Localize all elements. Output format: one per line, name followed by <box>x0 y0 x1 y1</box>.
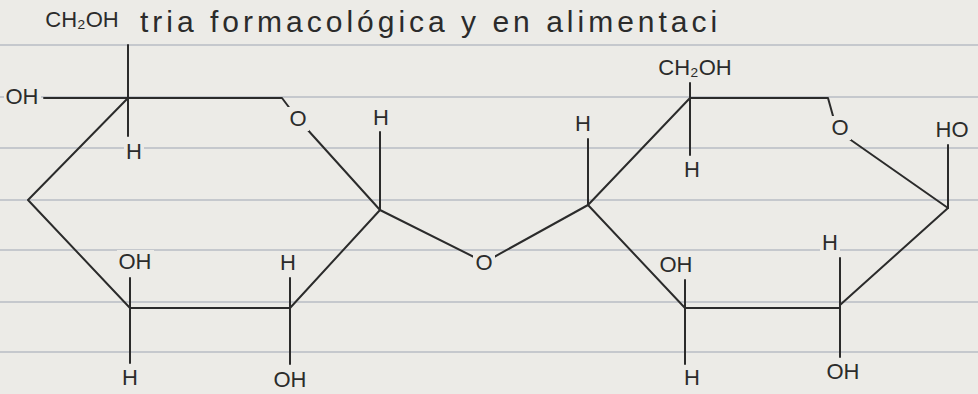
atom-label: O <box>473 251 494 275</box>
atom-label: H <box>682 366 702 390</box>
bond-lines <box>28 45 948 364</box>
atom-label: HO <box>934 118 971 142</box>
ruled-lines <box>0 45 978 352</box>
atom-label: CH₂OH <box>43 8 120 32</box>
atom-label: O <box>829 116 850 140</box>
atom-label: OH <box>4 85 41 109</box>
atom-label: H <box>820 231 840 255</box>
atom-label: OH <box>272 368 309 392</box>
atom-label: OH <box>658 253 695 277</box>
handwritten-note: tria formacológica y en alimentaci <box>138 5 723 39</box>
atom-label: H <box>124 140 144 164</box>
atom-label: H <box>278 251 298 275</box>
atom-label: O <box>287 107 308 131</box>
atom-label: CH₂OH <box>656 56 733 80</box>
atom-label: H <box>573 112 593 136</box>
atom-label: H <box>371 106 391 130</box>
atom-label: H <box>120 366 140 390</box>
atom-label: H <box>682 158 702 182</box>
atom-label: OH <box>117 250 154 274</box>
atom-label: OH <box>825 360 862 384</box>
